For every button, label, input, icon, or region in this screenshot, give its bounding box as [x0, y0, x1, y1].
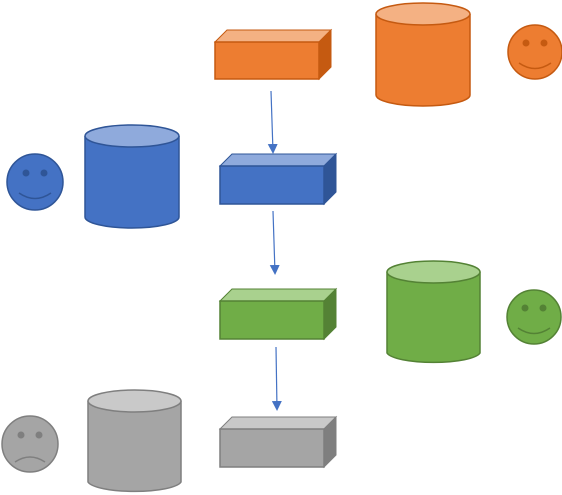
- arrow-blue-to-green: [269, 210, 280, 275]
- green-cylinder[interactable]: [386, 260, 481, 364]
- orange-smiley-face-icon: [507, 24, 562, 80]
- blue-cylinder[interactable]: [84, 124, 180, 229]
- arrow-orange-to-blue: [267, 90, 278, 154]
- orange-block[interactable]: [213, 28, 333, 81]
- orange-cylinder[interactable]: [375, 2, 471, 107]
- gray-block[interactable]: [218, 415, 338, 469]
- green-smiley-face-icon: [506, 289, 562, 345]
- green-block[interactable]: [218, 287, 338, 341]
- blue-smiley-face-icon: [6, 153, 64, 211]
- gray-cylinder[interactable]: [87, 389, 182, 493]
- arrow-green-to-gray: [271, 346, 282, 411]
- blue-block[interactable]: [218, 152, 338, 206]
- gray-frowning-face-icon: [1, 415, 59, 473]
